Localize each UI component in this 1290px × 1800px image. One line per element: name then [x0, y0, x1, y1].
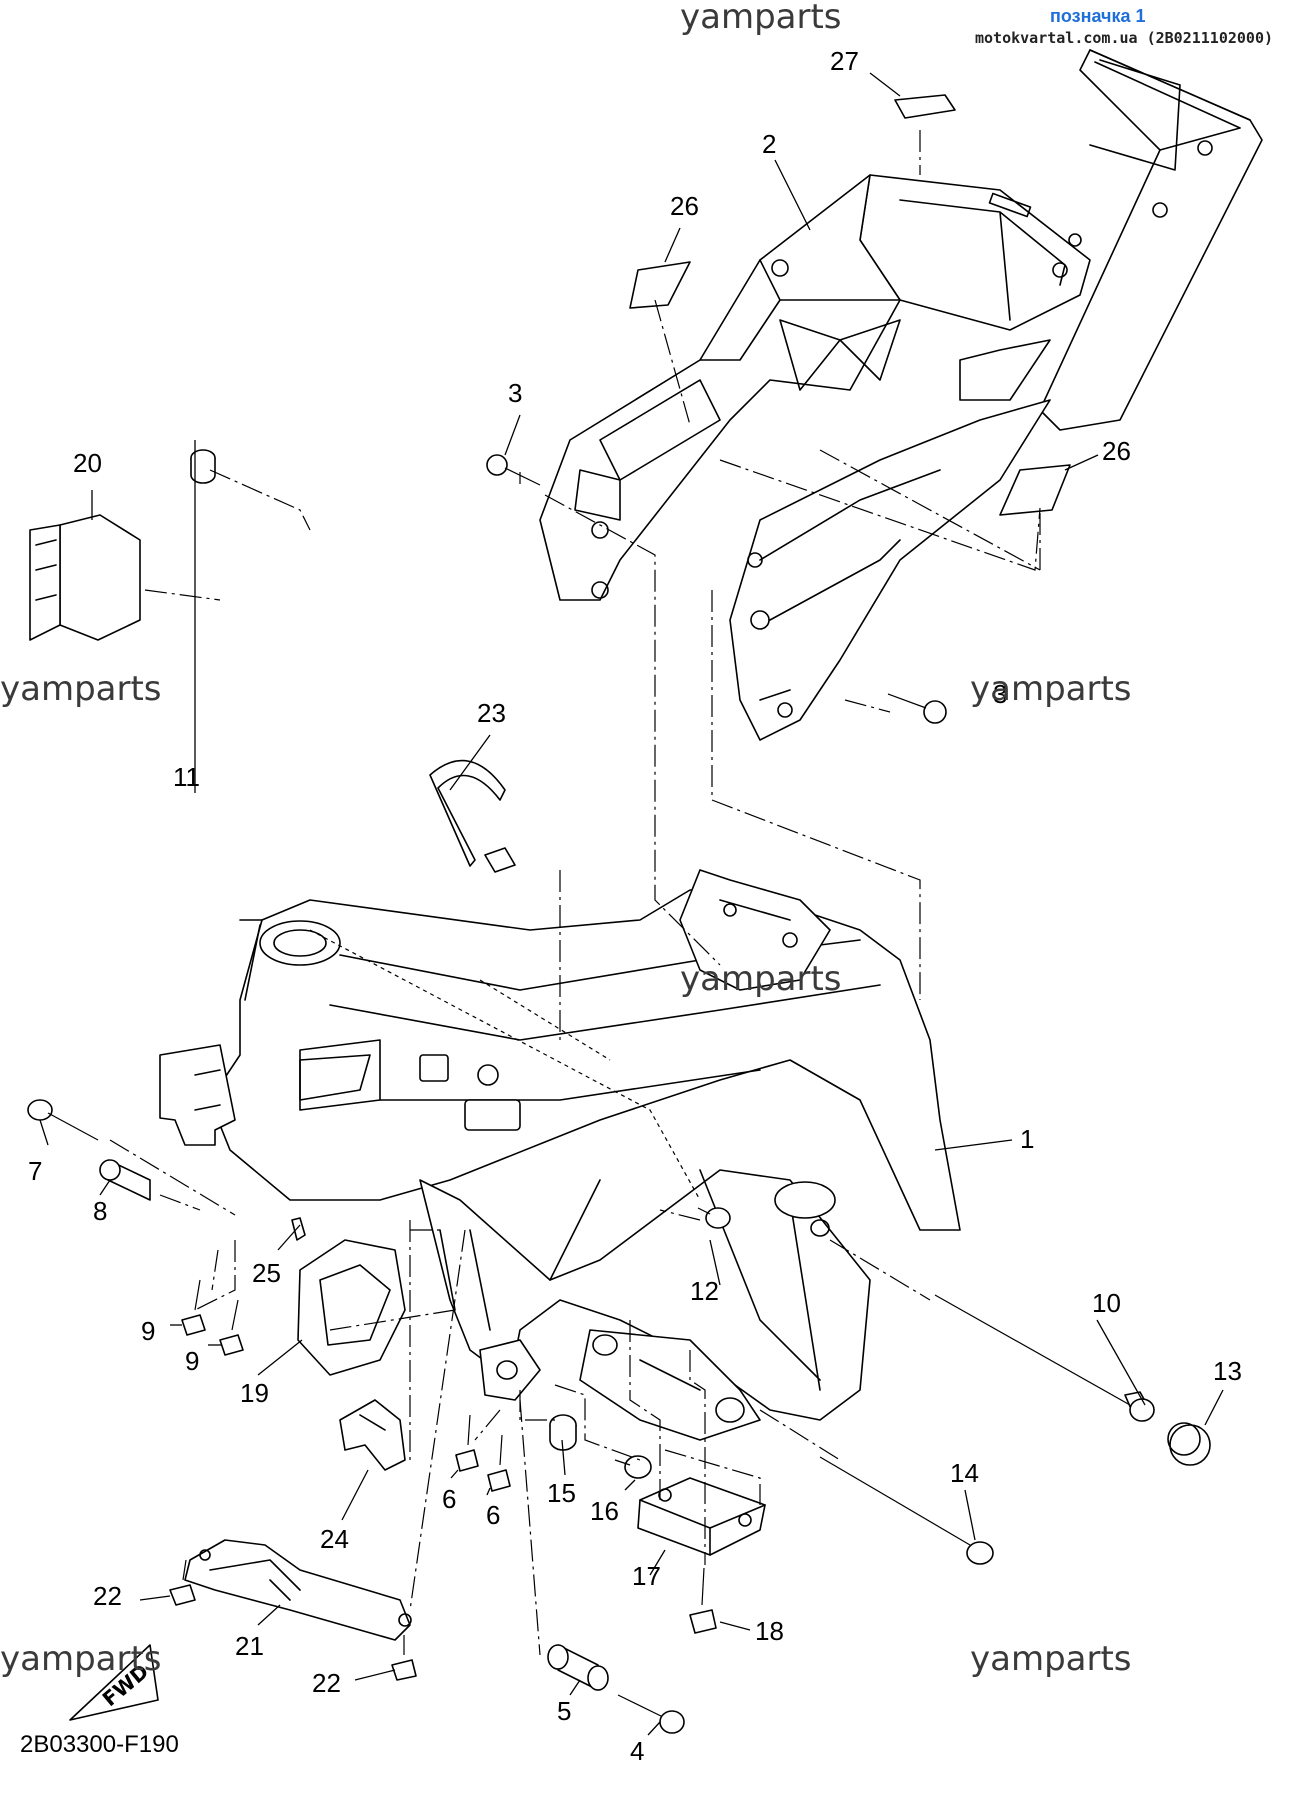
callout-26-upper: 26: [670, 191, 699, 221]
callout-22-upper: 22: [93, 1581, 122, 1611]
callout-16: 16: [590, 1496, 619, 1526]
engine-bracket-17: [637, 1477, 766, 1556]
callout-22-lower: 22: [312, 1668, 341, 1698]
bolt-18: [689, 1567, 717, 1634]
bolt-12: [697, 1207, 731, 1229]
callout-27: 27: [830, 46, 859, 76]
bolt-6-left: [455, 1414, 479, 1472]
callout-21: 21: [235, 1631, 264, 1661]
pad-26-upper: [629, 261, 691, 309]
callout-2: 2: [762, 129, 776, 159]
callout-numbers: 1 2 3 3 4 5 6 6 7 8 9 9 10 11 12 13 14 1…: [28, 46, 1242, 1766]
callout-13: 13: [1213, 1356, 1242, 1386]
watermark-bottom-right: yamparts: [970, 1639, 1132, 1679]
nipple-25: [291, 1217, 306, 1241]
callout-4: 4: [630, 1736, 644, 1766]
spacer-5: [547, 1644, 609, 1691]
part-label: позначка 1: [1050, 6, 1146, 26]
cap-13: [1167, 1422, 1211, 1466]
bolt-3-lower: [887, 693, 947, 724]
bolt-9-right: [219, 1299, 244, 1356]
bolt-4: [617, 1694, 685, 1734]
callout-6-right: 6: [486, 1500, 500, 1530]
watermark-center: yamparts: [680, 959, 842, 999]
rear-subframe: [539, 49, 1263, 741]
through-bolt-14: [819, 1456, 994, 1565]
diagram-code: 2B03300-F190: [20, 1731, 179, 1758]
callout-18: 18: [755, 1616, 784, 1646]
callout-3-upper: 3: [508, 378, 522, 408]
pad-26-right: [999, 464, 1071, 516]
watermark-bottom-left: yamparts: [0, 1639, 162, 1679]
callout-10: 10: [1092, 1288, 1121, 1318]
callout-19: 19: [240, 1378, 269, 1408]
bolt-6-right: [487, 1434, 511, 1492]
callout-23: 23: [477, 698, 506, 728]
watermark-right-upper: yamparts: [970, 669, 1132, 709]
rivet-22-lower: [391, 1635, 417, 1681]
callout-6-left: 6: [442, 1484, 456, 1514]
rubber-boot-19: [297, 1239, 406, 1376]
callout-1: 1: [1020, 1124, 1034, 1154]
callout-20: 20: [73, 448, 102, 478]
bolt-9-left: [181, 1279, 206, 1336]
bolt-16: [614, 1455, 652, 1479]
rivet-22-upper: [169, 1559, 196, 1606]
callout-26-right: 26: [1102, 436, 1131, 466]
watermark-top: yamparts: [680, 0, 842, 37]
source-reference: motokvartal.com.ua (2B0211102000): [975, 29, 1273, 47]
callout-17: 17: [632, 1561, 661, 1591]
watermark-left: yamparts: [0, 669, 162, 709]
callout-11: 11: [173, 762, 200, 792]
clamp-24: [339, 1399, 406, 1471]
air-duct-20: [29, 514, 141, 641]
callout-12: 12: [690, 1276, 719, 1306]
callout-3-lower: 3: [993, 679, 1007, 709]
callout-9-right: 9: [185, 1346, 199, 1376]
rubber-plate-27: [894, 94, 956, 119]
callout-leaders: [39, 72, 1224, 1736]
bolt-7: [27, 1099, 99, 1141]
nut-15: [549, 1414, 577, 1451]
callout-9-left: 9: [141, 1316, 155, 1346]
callout-24: 24: [320, 1524, 349, 1554]
callout-14: 14: [950, 1458, 979, 1488]
cable-tie-23: [429, 759, 506, 867]
collar-11: [190, 449, 216, 484]
through-bolt-10: [934, 1294, 1155, 1422]
bracket-21: [184, 1539, 412, 1641]
assembly-lines: [109, 130, 1041, 1656]
callout-15: 15: [547, 1478, 576, 1508]
callout-5: 5: [557, 1696, 571, 1726]
forward-direction-arrow: FWD: [69, 1644, 159, 1721]
callout-25: 25: [252, 1258, 281, 1288]
callout-8: 8: [93, 1196, 107, 1226]
main-frame: [159, 869, 961, 1441]
spacer-8: [99, 1159, 151, 1201]
callout-7: 7: [28, 1156, 42, 1186]
bolt-3-upper: [486, 454, 541, 486]
